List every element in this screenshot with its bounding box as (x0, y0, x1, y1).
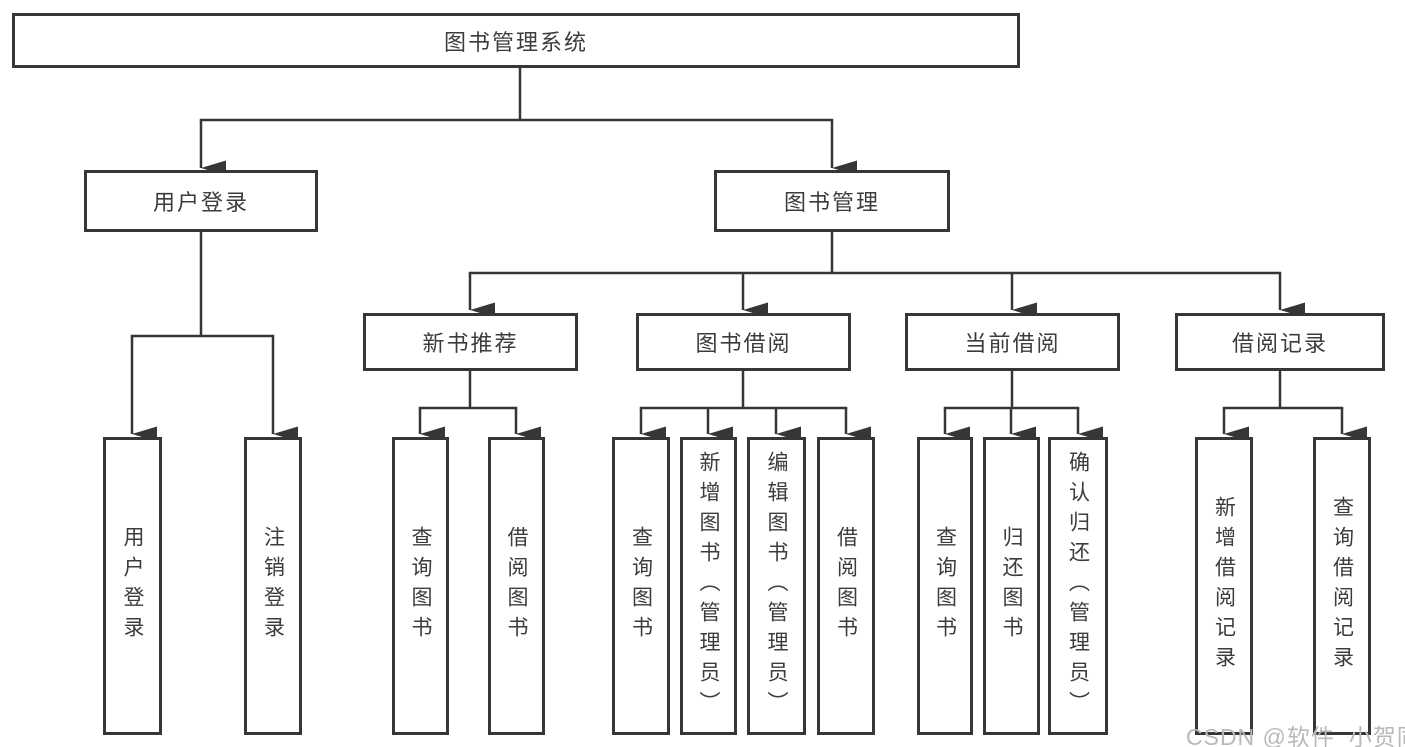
node-recommend-borrow-books: 借阅图书 (488, 437, 545, 735)
node-leaf-logout: 注销登录 (244, 437, 302, 735)
current-borrow-children-connectors (943, 369, 1103, 442)
node-borrow-borrow-books: 借阅图书 (817, 437, 875, 735)
node-borrow-edit-books-admin: 编辑图书（管理员） (747, 437, 806, 735)
node-borrow-add-books-admin: 新增图书（管理员） (680, 437, 737, 735)
node-recommend-query-books: 查询图书 (392, 437, 449, 735)
node-records-add-record: 新增借阅记录 (1195, 437, 1253, 735)
node-records-query-record: 查询借阅记录 (1313, 437, 1371, 735)
borrow-records-children-connectors (1222, 369, 1367, 442)
node-book-management: 图书管理 (714, 170, 950, 232)
node-current-query-books: 查询图书 (917, 437, 973, 735)
node-book-borrow: 图书借阅 (636, 313, 851, 371)
node-current-confirm-return-admin: 确认归还（管理员） (1048, 437, 1108, 735)
node-current-return-books: 归还图书 (983, 437, 1040, 735)
root-to-level2-connectors (199, 66, 857, 176)
node-leaf-user-login: 用户登录 (103, 437, 162, 735)
node-user-login: 用户登录 (84, 170, 318, 232)
node-borrow-query-books: 查询图书 (612, 437, 670, 735)
node-new-book-recommend: 新书推荐 (363, 313, 578, 371)
csdn-watermark: CSDN @软件_小贺同学 (1186, 724, 1405, 747)
node-borrow-records: 借阅记录 (1175, 313, 1385, 371)
new-book-recommend-children-connectors (418, 369, 541, 442)
node-current-borrow: 当前借阅 (905, 313, 1120, 371)
book-borrow-children-connectors (639, 369, 871, 442)
book-management-children-connectors (468, 230, 1305, 318)
node-root-system: 图书管理系统 (12, 13, 1020, 68)
user-login-children-connectors (130, 230, 298, 442)
